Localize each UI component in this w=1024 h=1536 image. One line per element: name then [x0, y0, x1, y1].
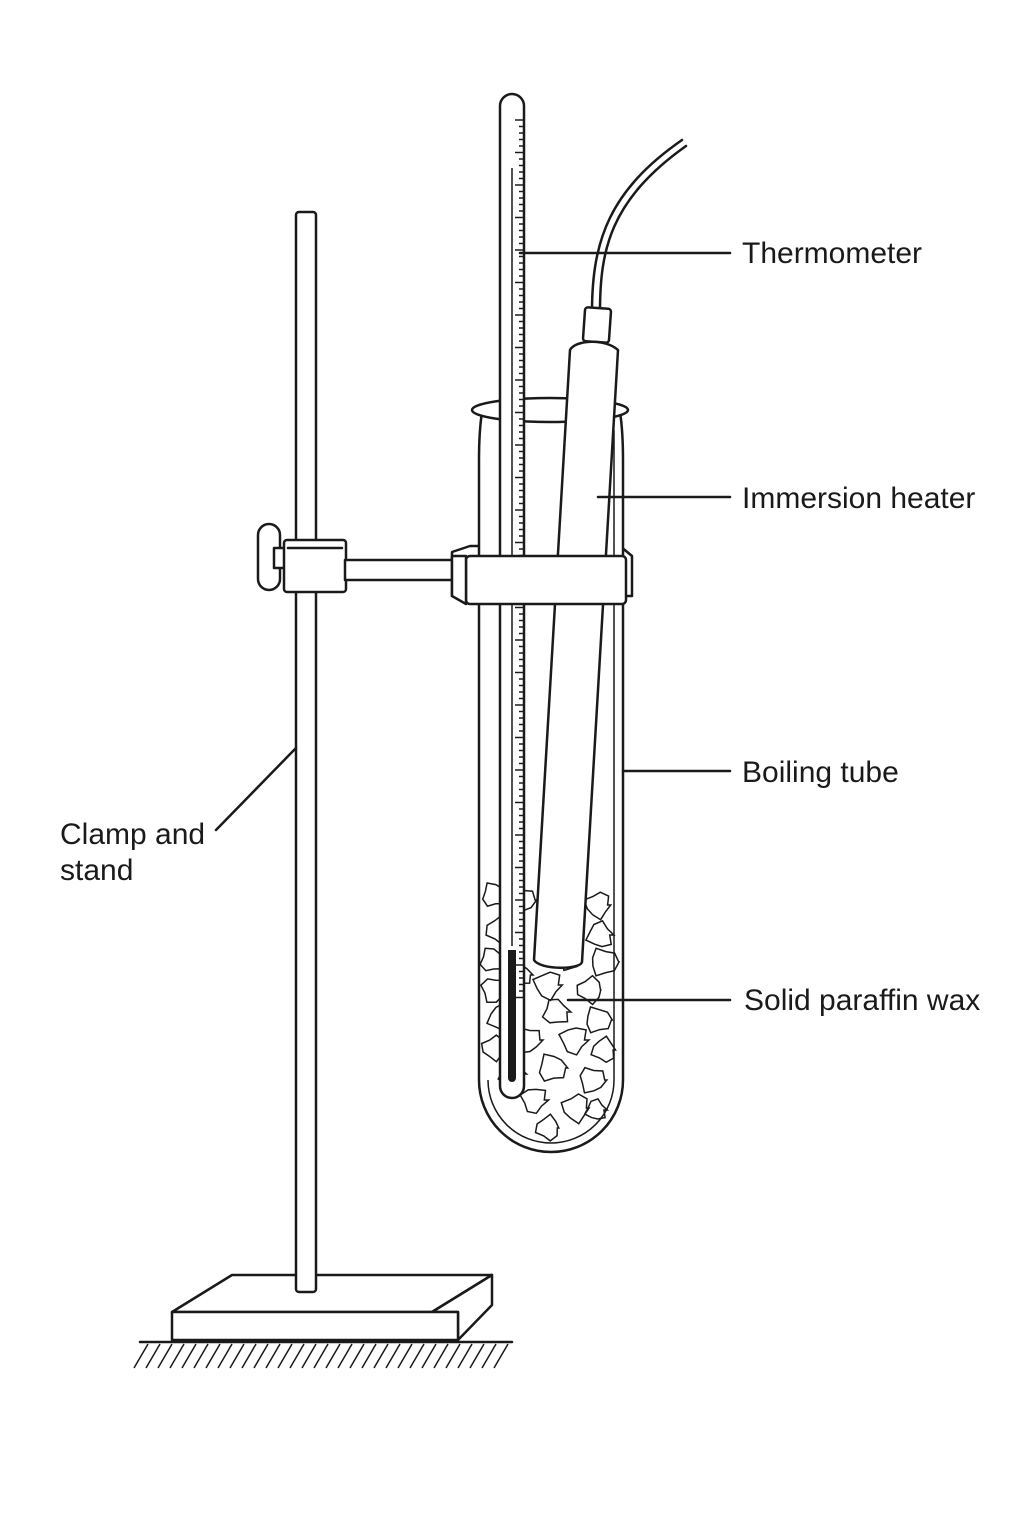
clamp-and-stand-label-line2: stand [60, 854, 134, 887]
thermometer-label: Thermometer [742, 237, 923, 270]
clamp-and-stand-label-line1: Clamp and [60, 818, 206, 851]
leader-lines [214, 251, 732, 1002]
boss-head [256, 522, 348, 594]
wax-lump [576, 974, 602, 1006]
immersion-heater-label: Immersion heater [742, 482, 976, 515]
clamp-and-stand-label: Clamp and stand [60, 817, 220, 889]
wax-lump [541, 998, 573, 1024]
clamp-arm [343, 558, 457, 582]
wax-lump [579, 1066, 609, 1094]
wax-lump [560, 1093, 591, 1125]
wax-lump [538, 1053, 570, 1082]
boiling-tube-label: Boiling tube [742, 756, 899, 789]
immersion-heater [532, 138, 688, 969]
wax-lump [591, 947, 621, 977]
wax-lump [586, 1006, 614, 1034]
wax-lump [534, 1113, 560, 1142]
wax-lump [583, 1097, 610, 1120]
stand-base [170, 1273, 494, 1342]
wax-lump [557, 1027, 591, 1056]
wax-lump [584, 919, 616, 948]
clamp-jaw-front [450, 554, 628, 606]
clamp-leader [214, 746, 298, 832]
wax-lump [531, 971, 565, 1002]
wax-lump [590, 1035, 617, 1064]
ground-hatching [133, 1340, 514, 1369]
solid-paraffin-wax-label: Solid paraffin wax [744, 984, 981, 1017]
stand-rod [294, 210, 318, 1294]
